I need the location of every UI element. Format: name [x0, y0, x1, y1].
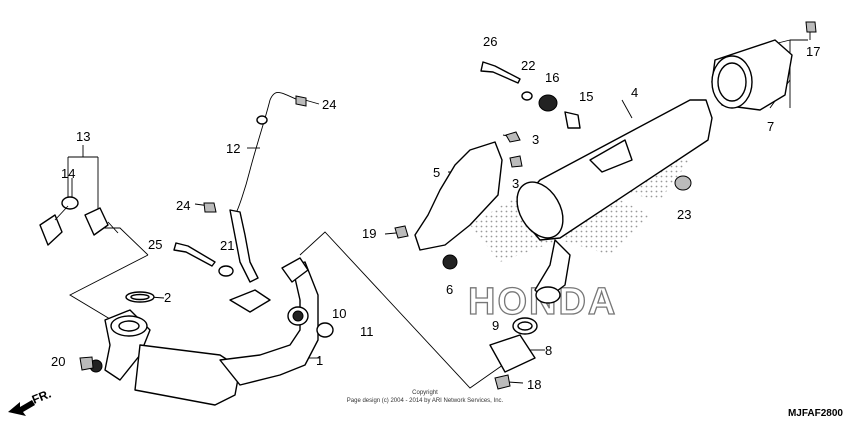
- label-part-8: 8: [545, 343, 552, 358]
- front-direction-indicator: FR.: [8, 387, 53, 416]
- copyright-line-1: Copyright: [412, 390, 438, 396]
- label-part-24-lower: 24: [176, 198, 190, 213]
- heat-shield: [414, 141, 503, 251]
- label-part-10: 10: [332, 306, 346, 321]
- diagram-code: MJFAF2800: [788, 408, 843, 419]
- front-direction-label: FR.: [30, 387, 53, 407]
- label-part-1: 1: [316, 353, 323, 368]
- exhaust-pipe-assembly: [89, 257, 319, 406]
- label-part-16: 16: [545, 70, 559, 85]
- copyright-line-2: Page design (c) 2004 - 2014 by ARI Netwo…: [347, 398, 504, 404]
- label-part-7: 7: [767, 119, 774, 134]
- label-part-17: 17: [806, 44, 820, 59]
- part-labels: 1 2 3 3 4 5 6 7 8 9 10 11 12 13 14 15 16…: [51, 34, 820, 392]
- label-part-19: 19: [362, 226, 376, 241]
- label-part-3-upper: 3: [532, 132, 539, 147]
- label-part-22: 22: [521, 58, 535, 73]
- label-part-5: 5: [433, 165, 440, 180]
- label-part-6: 6: [446, 282, 453, 297]
- label-part-4: 4: [631, 85, 638, 100]
- label-part-15: 15: [579, 89, 593, 104]
- sensor-wire: [229, 92, 299, 283]
- label-part-2: 2: [164, 290, 171, 305]
- label-part-9: 9: [492, 318, 499, 333]
- label-part-25: 25: [148, 237, 162, 252]
- label-part-3-lower: 3: [512, 176, 519, 191]
- label-part-26: 26: [483, 34, 497, 49]
- fasteners: [79, 21, 817, 390]
- joint-pipe: [489, 334, 536, 373]
- label-part-14: 14: [61, 166, 75, 181]
- label-part-11: 11: [360, 324, 374, 339]
- label-part-21: 21: [220, 238, 234, 253]
- copyright-notice: Copyright Page design (c) 2004 - 2014 by…: [347, 390, 504, 404]
- label-part-24-upper: 24: [322, 97, 336, 112]
- muffler-end-cap: [711, 39, 793, 111]
- o2-sensor: [39, 196, 119, 246]
- muffler: [516, 99, 713, 304]
- label-part-23: 23: [677, 207, 691, 222]
- label-part-20: 20: [51, 354, 65, 369]
- label-part-13: 13: [76, 129, 90, 144]
- label-part-12: 12: [226, 141, 240, 156]
- label-part-18: 18: [527, 377, 541, 392]
